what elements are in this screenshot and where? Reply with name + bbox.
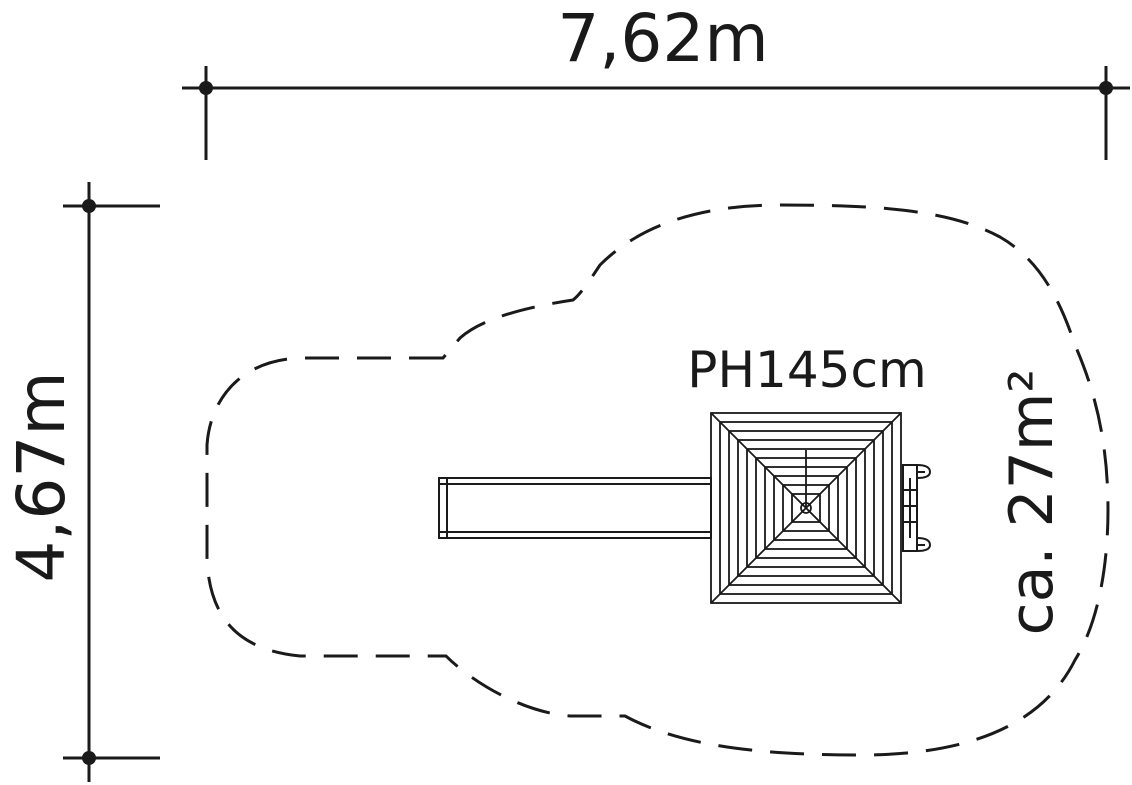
slide (438, 477, 712, 539)
ladder (902, 464, 932, 552)
platform-height-label: PH145cm (687, 341, 927, 399)
area-label: ca. 27m² (997, 368, 1067, 636)
tower-pyramid-roof (710, 412, 902, 604)
safety-area-outline (205, 203, 1110, 757)
height-dimension (63, 182, 160, 782)
height-dimension-bottom-dot (82, 751, 96, 765)
width-dimension-end-dot (1099, 81, 1113, 95)
height-dimension-top-dot (82, 199, 96, 213)
width-dimension (182, 66, 1130, 160)
width-dimension-label: 7,62m (557, 0, 769, 77)
height-dimension-label: 4,67m (3, 371, 80, 583)
width-dimension-start-dot (199, 81, 213, 95)
